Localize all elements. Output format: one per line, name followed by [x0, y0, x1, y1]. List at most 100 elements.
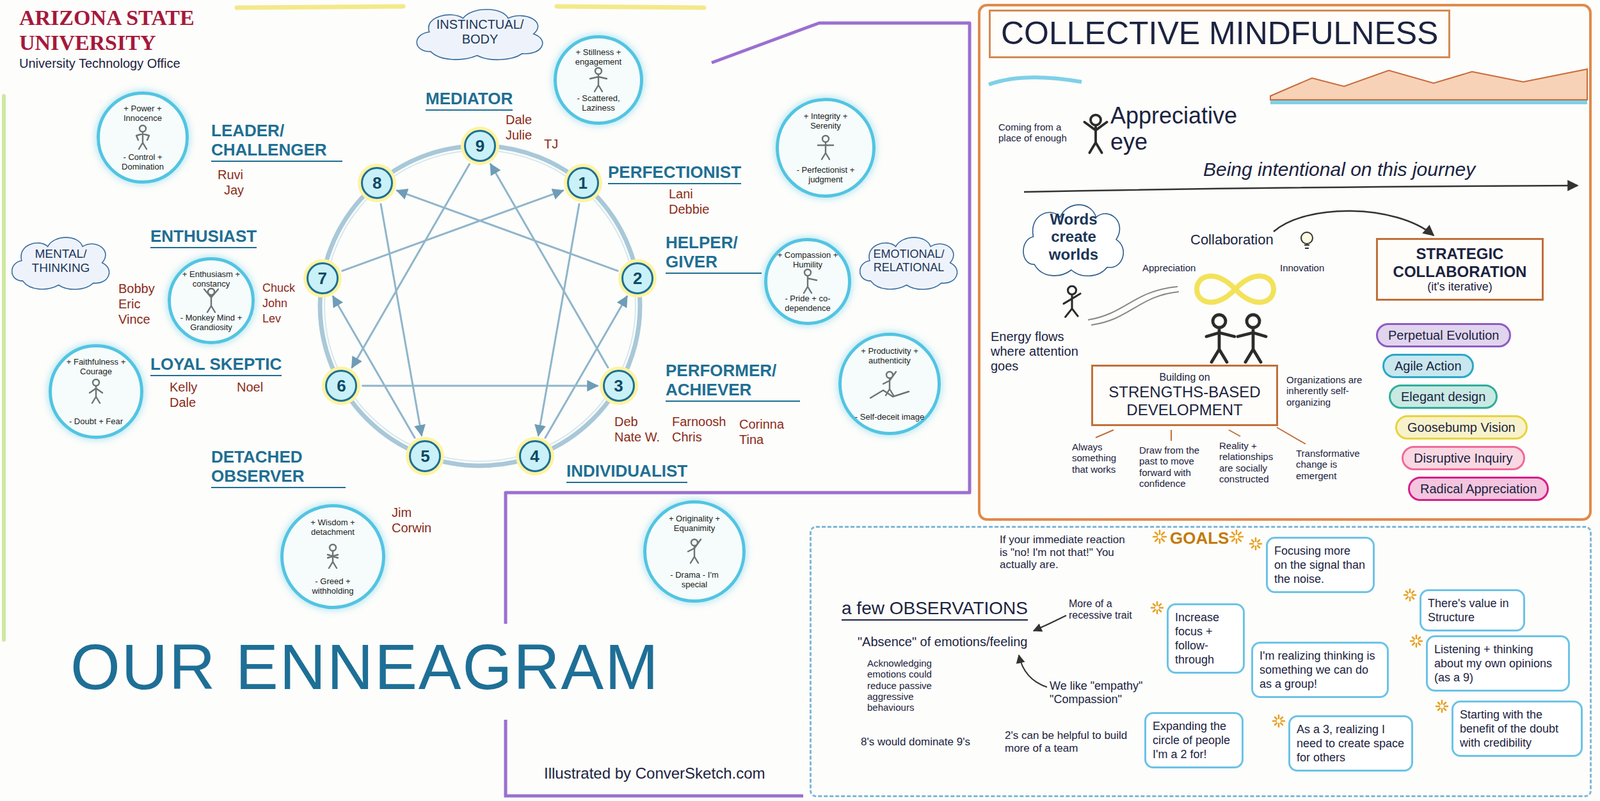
oval-text: Agile Action — [1394, 358, 1462, 374]
label-text: Appreciation — [1142, 262, 1196, 274]
label-holder: Jay — [224, 183, 244, 198]
trait-text: + Integrity + Serenity — [789, 111, 862, 131]
type-number: 3 — [602, 369, 635, 402]
enneagram-line — [380, 204, 422, 436]
label-text: Reality + relationships are socially con… — [1219, 440, 1290, 485]
type-number: 4 — [519, 440, 552, 473]
water-band — [1270, 100, 1588, 105]
label-text: Appreciative eye — [1110, 102, 1258, 156]
green-frame-line — [1, 96, 6, 640]
leader-lines — [1095, 427, 1306, 445]
label-holder: Illustrated by ConverSketch.com — [544, 764, 765, 783]
label-text: Acknowledging emotions could reduce pass… — [867, 657, 957, 713]
label-holder: INDIVIDUALIST — [566, 462, 688, 484]
heading-box: STRATEGIC COLLABORATION(it's iterative) — [1376, 238, 1544, 301]
label-holder: Innovation — [1280, 262, 1325, 274]
trait-circle: + Integrity + Serenity - Perfectionist + … — [775, 97, 876, 198]
label-text: Kelly — [169, 380, 198, 395]
type-number-text: 4 — [529, 448, 539, 465]
enneagram-circle-inner — [324, 150, 636, 462]
label-holder: Vince — [118, 312, 151, 328]
trait-circle: + Enthusiasm + constancy- Monkey Mind + … — [167, 257, 255, 345]
label-holder: 8's would dominate 9's — [860, 736, 971, 749]
type-number: 7 — [306, 262, 339, 295]
label-text: Innovation — [1280, 262, 1325, 274]
label-text: Dale — [505, 112, 532, 128]
trait-text: + Originality + Equanimity — [657, 513, 732, 534]
emotional-region-outline — [505, 720, 804, 797]
stick-figure — [1206, 314, 1235, 363]
label-holder: Appreciation — [1142, 262, 1196, 274]
goal-text: Listening + thinking about my own opinio… — [1434, 642, 1562, 685]
label-text: Corinna — [739, 417, 784, 432]
enneagram-line — [538, 204, 580, 436]
type-number-text: 6 — [336, 377, 346, 395]
heading-box: COLLECTIVE MINDFULNESS — [988, 9, 1451, 59]
label-holder: Lani — [668, 186, 694, 202]
trait-circle: + Productivity + authenticity - Self-dece… — [838, 332, 941, 436]
center-cloud: Words create worlds — [1017, 195, 1130, 279]
trait-circle: + Stillness + engagement- Scattered, Laz… — [553, 35, 644, 125]
label-holder: LEADER/ CHALLENGER — [211, 121, 343, 162]
label-holder: More of a recessive trait — [1068, 598, 1140, 623]
label-text: Always something that works — [1072, 441, 1133, 475]
goal-bubble: As a 3, realizing I need to create space… — [1288, 715, 1414, 772]
type-number-text: 5 — [420, 448, 430, 465]
label-text: PERFECTIONIST — [608, 163, 742, 185]
trait-text: - Monkey Mind + Grandiosity — [179, 312, 243, 333]
label-holder: 2's can be helpful to build more of a te… — [1004, 729, 1133, 755]
label-holder: Chris — [672, 430, 703, 445]
label-holder: Jim — [391, 505, 412, 521]
goal-bubble: I'm realizing thinking is something we c… — [1251, 641, 1389, 699]
label-holder: Farnoosh — [672, 414, 727, 430]
road — [1088, 286, 1179, 326]
box-text: (it's iterative) — [1384, 280, 1536, 294]
label-text: We like "empathy" "Compassion" — [1049, 679, 1159, 706]
label-text: Chris — [672, 430, 703, 445]
stick-figure — [1063, 286, 1081, 317]
oval-text: Disruptive Inquiry — [1413, 450, 1513, 466]
goal-bubble: Listening + thinking about my own opinio… — [1425, 635, 1570, 692]
label-holder: Corinna — [739, 417, 784, 432]
oval-text: Radical Appreciation — [1420, 481, 1537, 497]
sunburst — [1404, 589, 1416, 601]
trait-text: - Self-deceit image — [853, 412, 927, 422]
goal-bubble: There's value in Structure — [1419, 589, 1526, 632]
heading-box: Building onSTRENGTHS-BASED DEVELOPMENT — [1091, 364, 1279, 427]
label-text: Organizations are inherently self-organi… — [1286, 374, 1370, 408]
cloud-text: EMOTIONAL/ RELATIONAL — [865, 247, 953, 274]
box-text: Building on — [1098, 371, 1272, 384]
sunburst — [1249, 538, 1262, 550]
type-number: 5 — [408, 440, 441, 473]
note-arrow — [1033, 615, 1067, 632]
title-holder: OUR ENNEAGRAM — [70, 630, 660, 704]
label-holder: Always something that works — [1072, 441, 1133, 475]
label-holder: We like "empathy" "Compassion" — [1049, 679, 1159, 706]
label-holder: Bobby — [118, 281, 155, 297]
sunburst — [1436, 700, 1448, 713]
label-text: Lev — [262, 312, 281, 326]
label-holder: Appreciative eye — [1110, 102, 1258, 156]
note-arrow — [1018, 655, 1048, 688]
trait-text: + Productivity + authenticity — [853, 346, 927, 366]
trait-circle: + Compassion + Humility- Pride + co-depe… — [764, 238, 852, 326]
label-text: Transformative change is emergent — [1296, 448, 1370, 482]
lightbulb-base — [1304, 245, 1310, 249]
goal-text: Increase focus + follow-through — [1175, 610, 1237, 667]
label-holder: DETACHED OBSERVER — [211, 448, 346, 489]
cloud-text: MENTAL/ THINKING — [17, 247, 105, 276]
label-holder: ARIZONA STATE UNIVERSITY — [19, 5, 231, 56]
cloud-shape — [1023, 204, 1124, 276]
value-oval: Goosebump Vision — [1395, 415, 1528, 440]
mindfulness-frame — [979, 5, 1591, 520]
goal-bubble: Focusing more on the signal than the noi… — [1265, 536, 1375, 594]
label-holder: Tina — [739, 432, 764, 448]
trait-text: - Perfectionist + judgment — [789, 165, 862, 185]
sunburst — [1230, 530, 1243, 544]
label-text: Julie — [505, 128, 532, 143]
enneagram-circle — [320, 145, 640, 466]
label-text: Farnoosh — [672, 414, 727, 430]
oval-text: Goosebump Vision — [1407, 419, 1516, 436]
cloud-text: Words create worlds — [1038, 210, 1109, 264]
type-number-text: 9 — [475, 137, 485, 155]
